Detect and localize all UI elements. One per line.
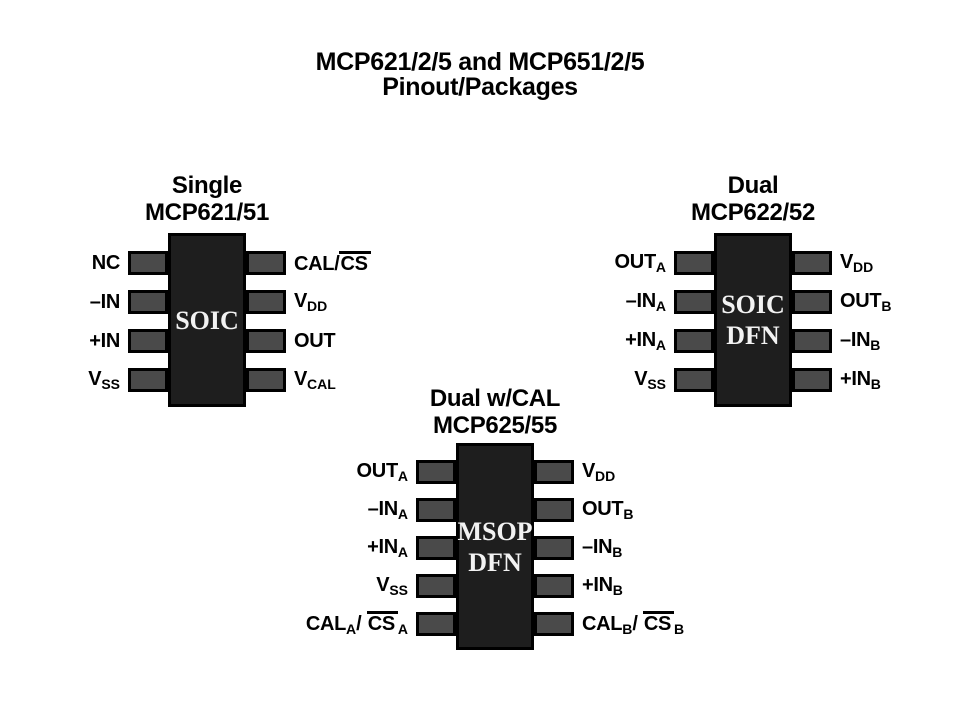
pin-label-left: +IN (89, 330, 120, 352)
page-title-line2: Pinout/Packages (382, 73, 578, 101)
pin (246, 290, 286, 314)
pin (674, 290, 714, 314)
pin (416, 536, 456, 560)
pin (416, 460, 456, 484)
pin (128, 251, 168, 275)
pin (534, 460, 574, 484)
pin-label-right: +INB (582, 573, 623, 598)
pin-label-right: +INB (840, 367, 881, 392)
chip-title-line1: Dual w/CAL (429, 385, 561, 412)
pin (534, 498, 574, 522)
package-line2: DFN (726, 321, 780, 350)
pin (416, 612, 456, 636)
package-line2: DFN (468, 547, 522, 577)
pin-row: NC CAL/CS (16, 250, 398, 276)
pin (128, 368, 168, 392)
chip-package-body: MSOP DFN (456, 443, 534, 650)
package-label: MSOP DFN (457, 516, 532, 578)
pin-label-left: –IN (89, 291, 121, 313)
pin (792, 290, 832, 314)
chip-dual-mcp622-52: Dual MCP622/52 SOIC DFN OUTA VDD –INA OU… (562, 172, 944, 412)
chip-title-line2: MCP622/52 (690, 199, 816, 226)
pin (534, 574, 574, 598)
pin-label-left: OUTA (614, 250, 666, 275)
pin-label-left: +INA (367, 535, 408, 560)
package-line1: MSOP (457, 516, 533, 546)
pin-label-right: –INB (840, 328, 881, 353)
chip-dual-cal-mcp625-55: Dual w/CAL MCP625/55 MSOP DFN OUTA VDD –… (298, 385, 692, 655)
pin-label-left: VSS (376, 573, 408, 598)
chip-package-body: SOIC DFN (714, 233, 792, 407)
chip-title-line1: Single (171, 172, 243, 199)
pin-label-right: OUT (294, 330, 336, 352)
pin-label-right: VCAL (294, 367, 336, 392)
pin-label-right: OUTB (840, 289, 892, 314)
pin-label-left: –INA (625, 289, 666, 314)
pin-label-right: VDD (582, 459, 616, 484)
chip-title-line2: MCP625/55 (432, 412, 558, 439)
page-title: MCP621/2/5 and MCP651/2/5 Pinout/Package… (0, 50, 960, 100)
pin (674, 329, 714, 353)
pin-label-left: VSS (88, 367, 120, 392)
pin-row: –INA OUTB (562, 289, 944, 315)
chip-package-body: SOIC (168, 233, 246, 407)
pin (792, 251, 832, 275)
pin-label-right: VDD (294, 289, 328, 314)
chip-title: Dual MCP622/52 (562, 172, 944, 226)
pin (792, 368, 832, 392)
pin (246, 368, 286, 392)
pin (128, 329, 168, 353)
pin-row: +IN OUT (16, 328, 398, 354)
pin-label-right: CAL/CS (286, 251, 398, 275)
pin-label-right: OUTB (582, 497, 634, 522)
page-title-line1: MCP621/2/5 and MCP651/2/5 (315, 48, 645, 76)
pin-row: OUTA VDD (298, 459, 692, 485)
pin (246, 329, 286, 353)
pin (416, 498, 456, 522)
pin-row: +INA –INB (298, 535, 692, 561)
pin-row: VSS +INB (298, 573, 692, 599)
pin (674, 251, 714, 275)
chip-title-line1: Dual (727, 172, 779, 199)
chip-title: Single MCP621/51 (16, 172, 398, 226)
pin (674, 368, 714, 392)
pin-label-left: OUTA (356, 459, 408, 484)
chip-title-line2: MCP621/51 (144, 199, 270, 226)
pin-label-left: +INA (625, 328, 666, 353)
pin-label-right: VDD (840, 250, 874, 275)
pin (246, 251, 286, 275)
pin-row: VSS VCAL (16, 367, 398, 393)
chip-single-mcp621-51: Single MCP621/51 SOIC NC CAL/CS –IN VDD … (16, 172, 398, 412)
pin-row: VSS +INB (562, 367, 944, 393)
pin-label-left: NC (91, 252, 121, 274)
pin-label-right: –INB (582, 535, 623, 560)
pin-row: –IN VDD (16, 289, 398, 315)
pin-row: OUTA VDD (562, 250, 944, 276)
chip-title: Dual w/CAL MCP625/55 (298, 385, 692, 439)
pin-label-left: VSS (634, 367, 666, 392)
pin (416, 574, 456, 598)
package-label: SOIC (175, 305, 239, 336)
package-line1: SOIC (721, 290, 785, 319)
pin (534, 536, 574, 560)
package-line1: SOIC (175, 305, 239, 335)
package-label: SOIC DFN (721, 289, 785, 351)
pin-row: –INA OUTB (298, 497, 692, 523)
pin-label-left: –INA (367, 497, 408, 522)
pin (792, 329, 832, 353)
pin-row: +INA –INB (562, 328, 944, 354)
pin (128, 290, 168, 314)
pin (534, 612, 574, 636)
